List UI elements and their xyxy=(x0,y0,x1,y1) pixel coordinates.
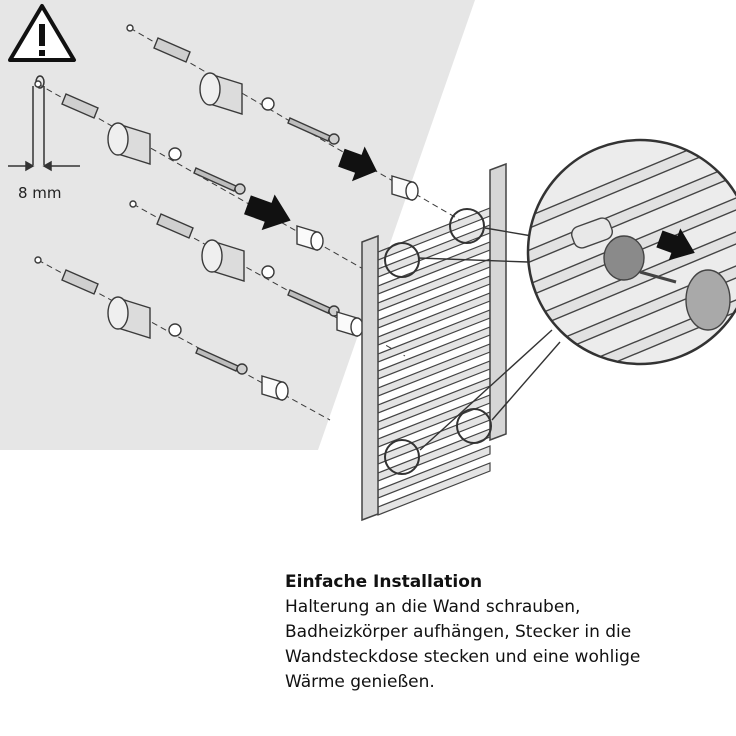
wall-hole xyxy=(34,80,42,88)
wall-hole xyxy=(129,200,137,208)
screw xyxy=(195,347,239,372)
wall-dowel xyxy=(156,213,194,239)
detail-marker-top-left xyxy=(384,242,420,278)
zoom-detail xyxy=(526,138,736,366)
mounting-set xyxy=(34,80,366,271)
push-arrow-icon xyxy=(338,146,377,182)
spacer-sleeve-end xyxy=(199,72,221,106)
warning-triangle-icon xyxy=(8,4,76,62)
spacer-sleeve-end xyxy=(201,239,223,273)
washer xyxy=(168,323,182,337)
washer xyxy=(261,265,275,279)
drill-size-label: 8 mm xyxy=(18,184,62,202)
detail-marker-bottom-right xyxy=(456,408,492,444)
detail-marker-bottom-left xyxy=(384,439,420,475)
screw xyxy=(287,289,331,314)
washer xyxy=(168,147,182,161)
screw xyxy=(193,167,237,192)
wall-hole xyxy=(126,24,134,32)
wall-dowel xyxy=(61,269,99,295)
end-cap-face xyxy=(310,231,324,251)
mounting-set xyxy=(34,256,331,421)
caption-block: Einfache Installation Halterung an die W… xyxy=(285,570,725,695)
drill-dimension-arrows xyxy=(8,160,80,172)
spacer-sleeve-end xyxy=(107,122,129,156)
radiator-left-column xyxy=(361,234,379,522)
end-cap-face xyxy=(350,317,364,337)
caption-title: Einfache Installation xyxy=(285,572,483,592)
washer xyxy=(261,97,275,111)
push-arrow-icon xyxy=(244,194,291,231)
zoom-rail xyxy=(528,356,736,364)
screw-head xyxy=(234,183,246,195)
wall-background xyxy=(0,0,475,450)
end-cap-face xyxy=(275,381,289,401)
screw-head xyxy=(236,363,248,375)
spacer-sleeve-end xyxy=(107,296,129,330)
wall-dowel xyxy=(61,93,99,119)
mounting-set xyxy=(126,24,461,221)
mounting-set xyxy=(129,200,406,357)
screw xyxy=(287,117,331,142)
towel-radiator xyxy=(361,162,507,522)
caption-body: Halterung an die Wand schrauben, Badheiz… xyxy=(285,597,641,692)
mounting-sets xyxy=(34,24,461,421)
wall-dowel xyxy=(153,37,191,63)
detail-marker-top-right xyxy=(449,208,485,244)
end-cap-face xyxy=(405,181,419,201)
wall-hole xyxy=(34,256,42,264)
screw-head xyxy=(328,133,340,145)
radiator-right-column xyxy=(489,162,507,442)
